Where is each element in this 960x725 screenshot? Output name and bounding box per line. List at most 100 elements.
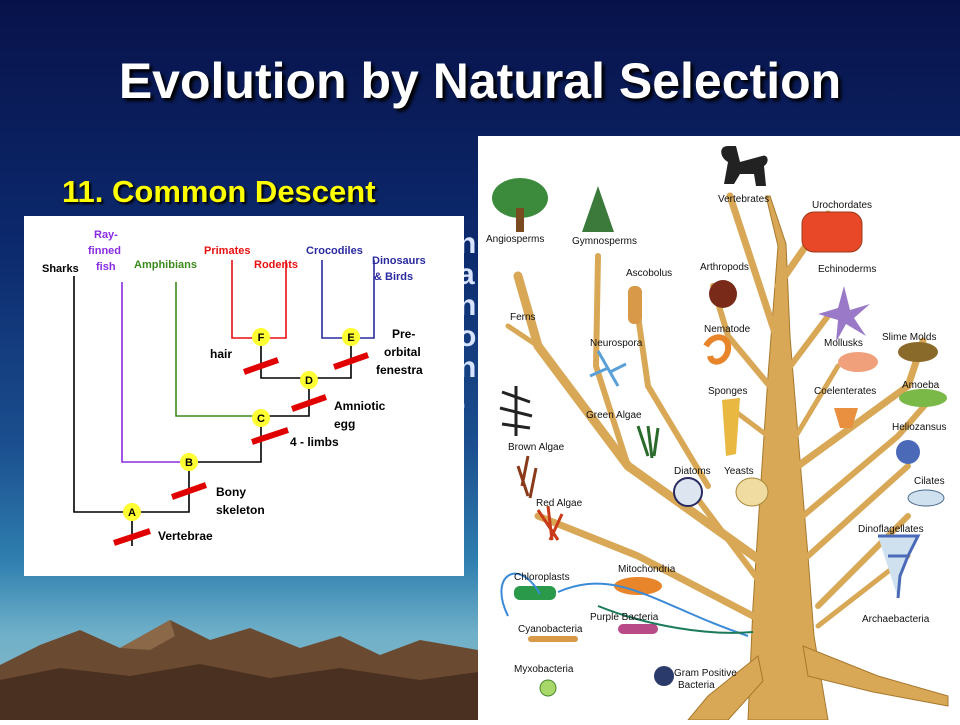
taxon-ray-finned-2: finned	[88, 245, 121, 257]
slide-title: Evolution by Natural Selection	[118, 53, 842, 109]
label-cyanobacteria: Cyanobacteria	[518, 624, 583, 635]
urochordate-icon	[801, 211, 863, 253]
label-urochordates: Urochordates	[812, 200, 872, 211]
red-algae-icon	[536, 505, 564, 541]
amphibians-lineage	[175, 282, 261, 417]
slime-mold-icon	[898, 342, 938, 362]
tree-of-life-diagram: Vertebrates Urochordates Angiosperms Gym…	[486, 146, 949, 721]
node-f-marker	[252, 328, 270, 346]
branch-ascobolus	[635, 313, 711, 489]
ray-finned-lineage	[121, 282, 189, 463]
gymnosperm-tree-icon	[582, 186, 614, 232]
nematode-icon	[703, 334, 732, 365]
tree-trunk	[747, 195, 829, 721]
label-amoeba: Amoeba	[902, 380, 940, 391]
arthropod-icon	[709, 280, 737, 308]
mitochondria-icon	[614, 577, 662, 595]
primates-lineage	[231, 260, 261, 339]
taxon-primates: Primates	[204, 245, 250, 257]
branch-vertebrates	[726, 192, 780, 340]
taxon-dinosaurs-1: Dinosaurs	[372, 255, 426, 267]
taxon-dinosaurs-2: & Birds	[374, 271, 413, 283]
label-coelenterates: Coelenterates	[814, 386, 876, 397]
trait-hair-label: hair	[210, 347, 232, 361]
coelenterate-icon	[834, 408, 858, 428]
node-c-marker	[252, 409, 270, 427]
cyanobacteria-icon	[528, 636, 578, 642]
taxon-ray-finned-3: fish	[96, 261, 116, 273]
node-d-label: D	[305, 375, 313, 387]
label-slime-molds: Slime Molds	[882, 332, 936, 343]
crocodiles-lineage	[321, 260, 351, 339]
branch-diatoms	[685, 483, 766, 589]
branch-heliozoa	[805, 463, 911, 559]
cilate-icon	[907, 489, 945, 507]
echinoderm-icon	[818, 286, 870, 342]
cladogram-diagram: A B C D F E Sharks Ray- finned fish Amph…	[42, 229, 426, 546]
label-archaebacteria: Archaebacteria	[862, 614, 930, 625]
trait-bony-label-1: Bony	[216, 485, 246, 499]
dinosaurs-lineage	[351, 260, 375, 339]
node-b-marker	[180, 453, 198, 471]
label-brown-algae: Brown Algae	[508, 442, 565, 453]
label-yeasts: Yeasts	[724, 466, 754, 477]
label-vertebrates: Vertebrates	[718, 194, 769, 205]
trait-4-limbs-label: 4 - limbs	[290, 435, 339, 449]
purple-bacteria-icon	[618, 624, 658, 634]
taxon-amphibians: Amphibians	[134, 259, 197, 271]
label-green-algae: Green Algae	[586, 410, 642, 421]
label-mitochondria: Mitochondria	[618, 564, 676, 575]
label-gram-positive-2: Bacteria	[678, 680, 715, 691]
trait-bar-preorbital	[333, 352, 369, 370]
trait-preorbital-label-2: orbital	[384, 345, 421, 359]
cladogram-panel: A B C D F E Sharks Ray- finned fish Amph…	[24, 216, 464, 576]
trait-vertebrae-label: Vertebrae	[158, 529, 213, 543]
branch-cilates	[815, 513, 911, 609]
node-d-marker	[300, 371, 318, 389]
taxon-ray-finned-1: Ray-	[94, 229, 118, 241]
trait-preorbital-label-3: fenestra	[376, 363, 423, 377]
label-dinoflagellates: Dinoflagellates	[858, 524, 924, 535]
label-myxobacteria: Myxobacteria	[514, 664, 574, 675]
sponge-icon	[722, 398, 740, 456]
branch-angiosperms	[513, 271, 773, 571]
trait-amniotic-label-2: egg	[334, 417, 355, 431]
angiosperm-tree-icon	[492, 178, 548, 218]
branch-amoeba	[800, 393, 936, 519]
yeast-icon	[735, 477, 769, 507]
branch-red-algae	[534, 512, 757, 620]
myxobacteria-icon	[539, 679, 557, 697]
green-algae-icon	[636, 425, 660, 459]
mollusk-icon	[838, 352, 878, 372]
label-sponges: Sponges	[708, 386, 747, 397]
organism-illustrations	[492, 146, 947, 697]
heliozoa-icon	[896, 440, 920, 464]
node-a-marker	[123, 503, 141, 521]
node-f-label: F	[258, 332, 265, 344]
label-gymnosperms: Gymnosperms	[572, 236, 637, 247]
label-cilates: Cilates	[914, 476, 945, 487]
label-gram-positive-1: Gram Positive	[674, 668, 737, 679]
node-c-label: C	[257, 413, 265, 425]
branch-ferns	[505, 323, 541, 349]
label-chloroplasts: Chloroplasts	[514, 572, 570, 583]
symbiosis-arrow-cyano	[500, 572, 541, 617]
gram-positive-icon	[654, 666, 674, 686]
node-e-marker	[342, 328, 360, 346]
taxon-rodents: Rodents	[254, 259, 298, 271]
label-mollusks: Mollusks	[824, 338, 863, 349]
diatom-icon	[673, 477, 703, 507]
taxon-crocodiles: Crocodiles	[306, 245, 363, 257]
label-neurospora: Neurospora	[590, 338, 643, 349]
label-angiosperms: Angiosperms	[486, 234, 544, 245]
trait-bony-label-2: skeleton	[216, 503, 265, 517]
dinoflagellate-icon	[878, 534, 921, 599]
node-b-label: B	[185, 457, 193, 469]
node-e-label: E	[347, 332, 354, 344]
trait-preorbital-label-1: Pre-	[392, 327, 415, 341]
label-ferns: Ferns	[510, 312, 536, 323]
node-a-label: A	[128, 507, 136, 519]
neurospora-icon	[589, 350, 627, 387]
label-red-algae: Red Algae	[536, 498, 583, 509]
slide-subtitle: 11. Common Descent	[62, 174, 376, 209]
